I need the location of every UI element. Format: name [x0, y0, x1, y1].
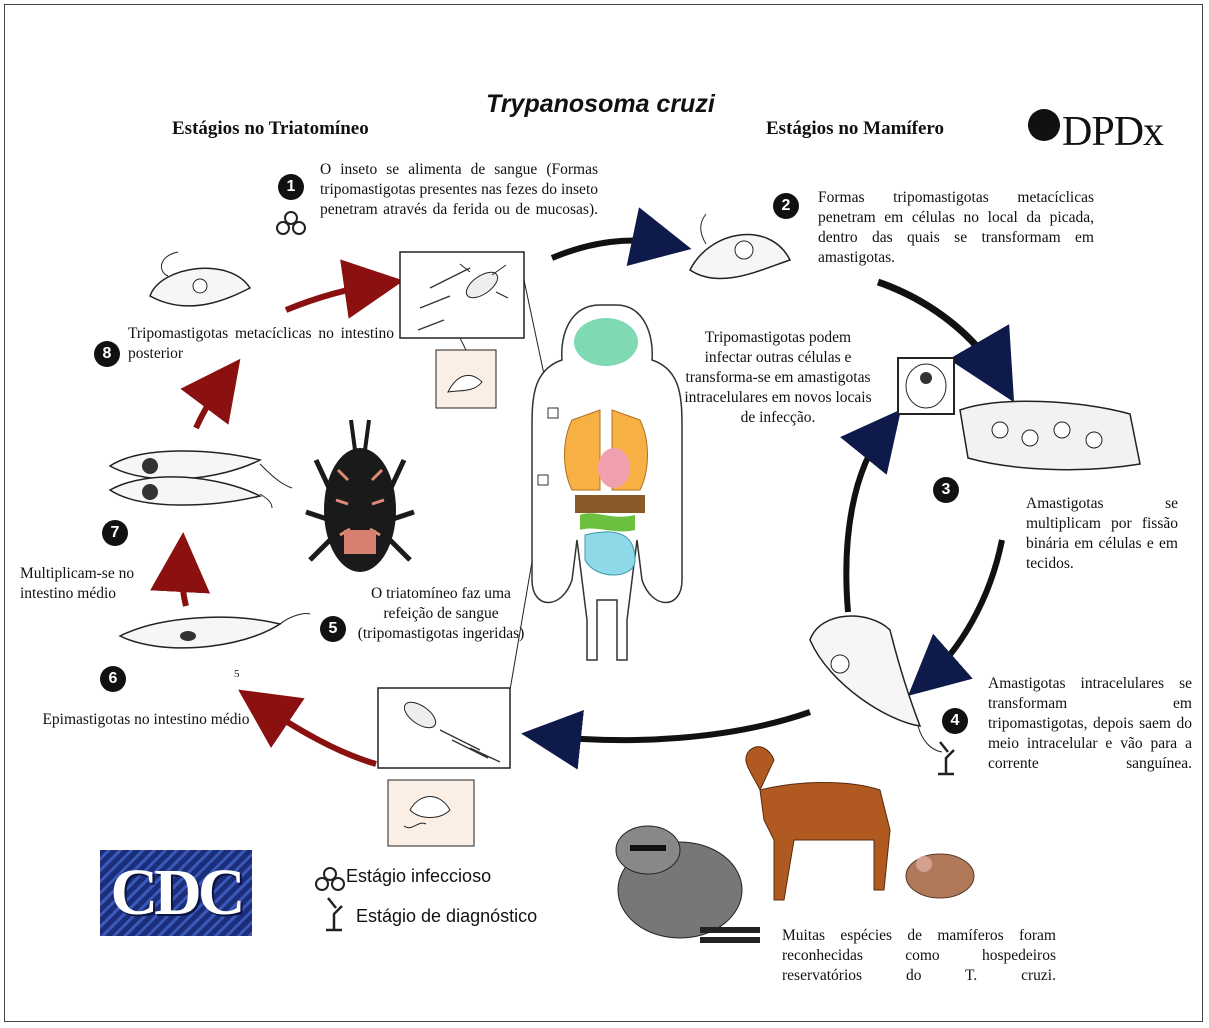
microscope-icon-legend [326, 898, 342, 930]
step-text-6: Epimastigotas no intestino médio [36, 710, 256, 730]
opossum-illustration [906, 854, 974, 898]
step-badge-2: 2 [773, 193, 799, 219]
trypomastigote-left-top [150, 252, 250, 306]
bite-panel-top [400, 252, 552, 412]
small-label: 5 [234, 664, 240, 684]
biohazard-icon-step1 [277, 212, 305, 234]
header-triatomine: Estágios no Triatomíneo [172, 118, 369, 140]
arrow-reinfect [846, 428, 886, 612]
bloodstream-trypomastigote [810, 616, 942, 752]
triatomine-bug [306, 420, 414, 572]
step-badge-3: 3 [933, 477, 959, 503]
step-text-7: Multiplicam-se no intestino médio [20, 564, 172, 604]
cdc-logo: CDC [100, 850, 252, 936]
step-badge-5: 5 [320, 616, 346, 642]
infected-tissue [960, 401, 1140, 469]
bite-panel-bottom [378, 480, 546, 846]
diagram-title: Trypanosoma cruzi [486, 90, 746, 119]
arrow-7-to-8 [196, 378, 226, 428]
step-text-4: Amastigotas intracelulares se transforma… [988, 674, 1192, 774]
amastigote-cell [898, 358, 954, 414]
arrow-4-to-5 [545, 712, 810, 740]
step-badge-1: 1 [278, 174, 304, 200]
reservoir-note: Muitas espécies de mamíferos foram recon… [782, 926, 1056, 986]
biohazard-icon-legend [316, 868, 344, 890]
reinfection-note: Tripomastigotas podem infectar outras cé… [680, 328, 876, 428]
arrow-6-to-7 [182, 556, 186, 606]
arrow-5-to-6 [258, 703, 376, 764]
step-badge-4: 4 [942, 708, 968, 734]
microscope-icon-step4 [938, 742, 954, 774]
step-text-2: Formas tripomastigotas metacíclicas pene… [818, 188, 1094, 268]
arrow-8-to-1 [286, 284, 380, 310]
step-text-8: Tripomastigotas metacíclicas no intestin… [128, 324, 394, 364]
legend-infectious: Estágio infeccioso [346, 866, 491, 887]
metacyclic-trypomastigote-mammal [690, 214, 790, 279]
step-badge-6: 6 [100, 666, 126, 692]
epimastigote-dividing [110, 451, 292, 508]
arrow-3-to-4 [926, 540, 1002, 680]
epimastigote-midgut [120, 613, 310, 647]
header-mammal: Estágios no Mamífero [766, 118, 944, 140]
arrow-1-to-2 [552, 240, 668, 258]
step-badge-8: 8 [94, 341, 120, 367]
step-text-1: O inseto se alimenta de sangue (Formas t… [320, 160, 598, 220]
step-text-5: O triatomíneo faz uma refeição de sangue… [346, 584, 536, 644]
human-figure [532, 305, 682, 660]
dpdx-logo-text: DPDx [1062, 109, 1163, 155]
legend-diagnostic: Estágio de diagnóstico [356, 906, 537, 927]
dpdx-logo: DPDx [1028, 108, 1163, 156]
dog-illustration [746, 747, 890, 900]
raccoon-illustration [616, 826, 760, 940]
step-badge-7: 7 [102, 520, 128, 546]
step-text-3: Amastigotas se multiplicam por fissão bi… [1026, 494, 1178, 574]
